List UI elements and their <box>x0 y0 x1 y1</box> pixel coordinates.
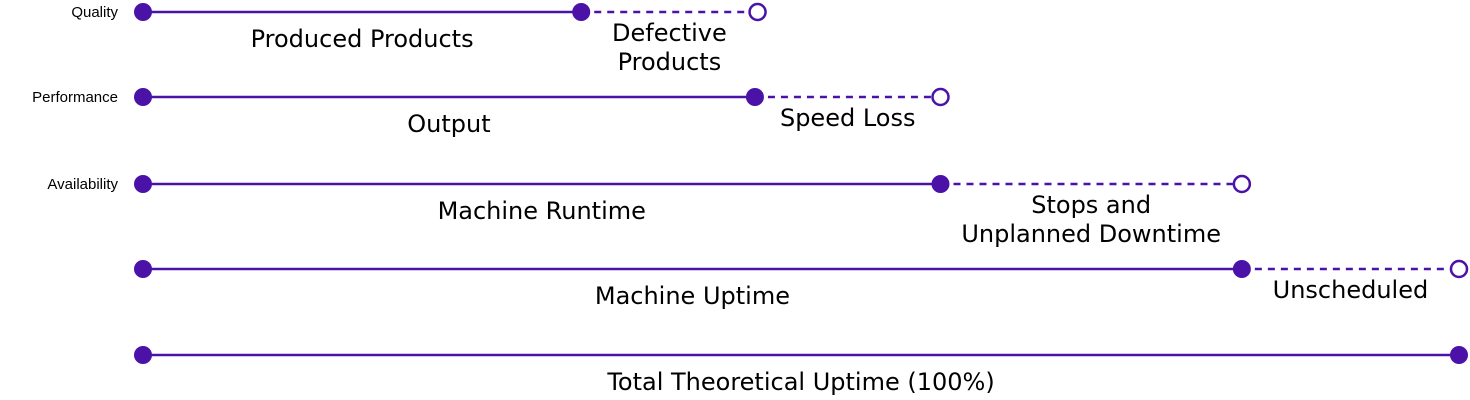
dashed-segment-label: Unscheduled <box>1273 276 1429 304</box>
start-dot <box>134 88 152 106</box>
dashed-segment-label: Unplanned Downtime <box>961 220 1221 248</box>
dashed-segment-label: Products <box>618 48 722 76</box>
row-label: Performance <box>32 89 118 106</box>
row-label: Availability <box>47 176 118 193</box>
split-dot <box>745 88 764 106</box>
split-dot <box>1232 260 1251 278</box>
split-dot <box>1450 346 1468 364</box>
row-5: Total Theoretical Uptime (100%) <box>134 346 1468 396</box>
start-dot <box>134 3 152 21</box>
split-dot <box>931 175 950 193</box>
row-label: Quality <box>71 4 118 21</box>
start-dot <box>134 346 152 364</box>
open-end-dot <box>1449 259 1469 279</box>
start-dot <box>134 260 152 278</box>
solid-segment-label: Output <box>407 110 490 138</box>
open-end-dot <box>1232 174 1252 194</box>
split-dot <box>572 3 591 21</box>
open-end-dot <box>931 87 950 107</box>
start-dot <box>134 175 152 193</box>
solid-segment-label: Total Theoretical Uptime (100%) <box>606 368 994 396</box>
dashed-segment-label: Stops and <box>1031 191 1151 219</box>
solid-segment-label: Machine Uptime <box>595 282 790 310</box>
row-4: Machine Uptime Unscheduled <box>134 259 1469 310</box>
open-end-dot <box>748 2 767 22</box>
solid-segment-label: Produced Products <box>251 25 474 53</box>
solid-segment-label: Machine Runtime <box>438 197 646 225</box>
dashed-segment-label: Defective <box>612 19 727 47</box>
dashed-segment-label: Speed Loss <box>780 104 916 132</box>
